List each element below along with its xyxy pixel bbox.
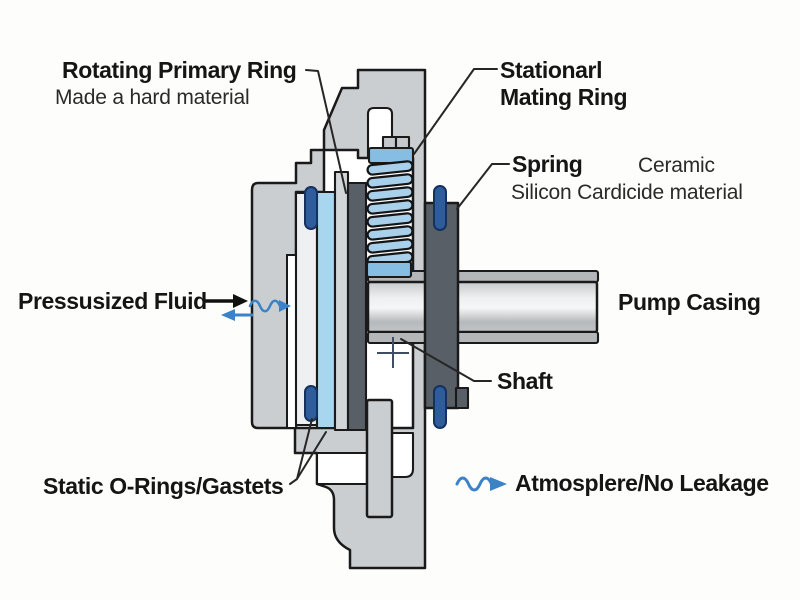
label-pressurized-fluid: Pressusized Fluid <box>18 288 207 314</box>
primary-ring-pale-gray-bar <box>333 170 350 432</box>
housing-notch <box>315 451 369 486</box>
label-rotating-primary-ring: Rotating Primary Ring <box>62 57 296 83</box>
label-shaft: Shaft <box>497 368 553 394</box>
label-spring: Spring <box>512 151 582 177</box>
label-rotating-primary-ring-sub: Made a hard material <box>55 86 249 109</box>
leader-spring <box>456 163 510 210</box>
oring-left-bottom <box>304 385 318 422</box>
atmosphere-wavy-arrow-icon <box>455 476 507 492</box>
lower-slot <box>390 431 415 479</box>
label-stationary-mating-ring-1: Stationarl <box>500 57 602 83</box>
oring-right-top <box>433 185 447 231</box>
spring-bottom-cap <box>365 260 413 279</box>
fluid-wavy-arrow-icon <box>248 299 291 313</box>
shaft-bottom-strip <box>366 330 600 345</box>
label-static-orings: Static O-Rings/Gastets <box>43 473 283 499</box>
label-silicon-carbide: Silicon Cardicide material <box>511 181 743 204</box>
primary-ring-dark-bar <box>346 181 368 432</box>
oring-left-top <box>304 186 318 230</box>
leader-rotating-primary-ring <box>305 69 347 194</box>
spring-coils <box>366 160 414 267</box>
leader-stationary-mating-ring <box>413 68 498 155</box>
fluid-channel <box>286 254 297 429</box>
label-stationary-mating-ring-2: Mating Ring <box>500 84 627 110</box>
shaft-centerline-cross <box>377 337 409 368</box>
label-atmosphere: Atmosplere/No Leakage <box>515 470 769 496</box>
lower-plate <box>365 398 394 519</box>
shaft-assembly <box>366 269 600 345</box>
oring-right-bottom <box>433 385 447 429</box>
leader-static-orings <box>289 418 327 485</box>
leader-shaft <box>400 338 492 382</box>
pressurized-fluid-arrow-icon <box>205 294 248 308</box>
label-pump-casing: Pump Casing <box>618 289 761 315</box>
primary-ring-light-blue-bar <box>315 190 337 430</box>
label-ceramic: Ceramic <box>638 154 715 177</box>
fluid-return-arrow-icon <box>221 309 253 321</box>
shaft-body <box>366 280 599 334</box>
